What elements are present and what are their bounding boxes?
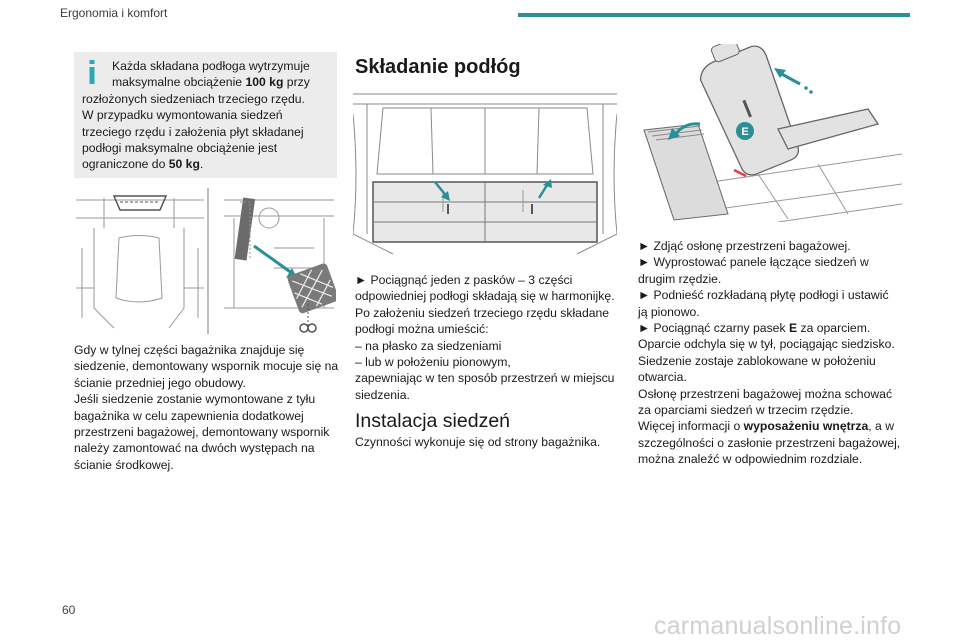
text-line: – na płasko za siedzeniami [355,338,502,353]
watermark: carmanualsonline.info [654,612,902,640]
section-title: Składanie podłóg [355,56,521,78]
text-line: odpowiedniej podłogi składają się w harm… [355,289,615,304]
info-line: rozłożonych siedzeniach trzeciego rzędu. [82,91,305,106]
figure-label-e: E [741,126,748,138]
text-line: – lub w położeniu pionowym, [355,355,511,370]
text-line: Po założeniu siedzeń trzeciego rzędu skł… [355,305,610,320]
info-box [74,52,337,178]
text-line: przestrzeni bagażowej, demontowany wspor… [74,425,330,440]
info-line: Każda składana podłoga wytrzymuje [112,59,310,73]
seat-tilting-illustration: E [638,39,903,223]
info-line: maksymalne obciążenie 100 kg przy [112,75,310,90]
text-line: Osłonę przestrzeni bagażowej można schow… [638,386,893,401]
section-header: Ergonomia i komfort [60,6,168,20]
info-line: ograniczone do 50 kg. [82,157,204,172]
install-instructions: ► Zdjąć osłonę przestrzeni bagażowej. ► … [638,238,908,468]
text-line: ► Pociągnąć czarny pasek E za oparciem. [638,321,871,336]
text-line: szczególności o zasłonie przestrzeni bag… [638,435,901,450]
text-line: Gdy w tylnej części bagażnika znajduje s… [74,343,305,357]
text-line: zapewniając w ten sposób przestrzeń w mi… [355,371,615,386]
text-line: ją pionowo. [638,304,700,319]
text-line: Jeśli siedzenie zostanie wymontowane z t… [74,392,316,407]
info-line: trzeciego rzędu i założenia płyt składan… [82,124,304,139]
floor-folding-illustration [352,84,618,258]
text-line: ścianie środkowej. [74,457,174,472]
text-line: ► Wyprostować panele łączące siedzeń w [638,255,869,270]
info-text: Każda składana podłoga wytrzymuje maksym… [82,58,332,173]
bracket-illustration [74,188,339,334]
text-line: Więcej informacji o wyposażeniu wnętrza,… [638,419,895,434]
section-subtitle: Instalacja siedzeń [355,410,511,432]
text-line: podłogi można umieścić: [355,322,489,337]
install-note: Czynności wykonuje się od strony bagażni… [355,435,601,449]
text-line: drugim rzędzie. [638,271,722,286]
text-line: można znaleźć w odpowiednim rozdziale. [638,452,863,467]
text-line: Oparcie odchyla się w tył, pociągając si… [638,337,895,352]
page-number: 60 [62,603,76,617]
bracket-description: Gdy w tylnej części bagażnika znajduje s… [74,342,339,473]
text-line: bagażnika w celu zapewnienia dodatkowej [74,408,304,423]
info-line: podłogi maksymalne obciążenie jest [82,141,278,156]
text-line: ► Podnieść rozkładaną płytę podłogi i us… [638,288,889,303]
text-line: ścianie przedniej jego obudowy. [74,375,246,390]
text-line: za oparciami siedzeń w trzecim rzędzie. [638,403,854,418]
text-line: Siedzenie zostaje zablokowane w położeni… [638,353,876,368]
text-line: ► Zdjąć osłonę przestrzeni bagażowej. [638,239,851,253]
header-rule [518,13,910,17]
text-line: siedzenie, demontowany wspornik mocuje s… [74,359,339,374]
info-icon [88,60,96,84]
folding-instructions: ► Pociągnąć jeden z pasków – 3 części od… [355,272,617,403]
text-line: otwarcia. [638,370,687,385]
text-line: ► Pociągnąć jeden z pasków – 3 części [355,273,573,287]
text-line: siedzenia. [355,387,410,402]
text-line: należy zamontować na dwóch występach na [74,441,315,456]
info-line: W przypadku wymontowania siedzeń [82,108,283,123]
